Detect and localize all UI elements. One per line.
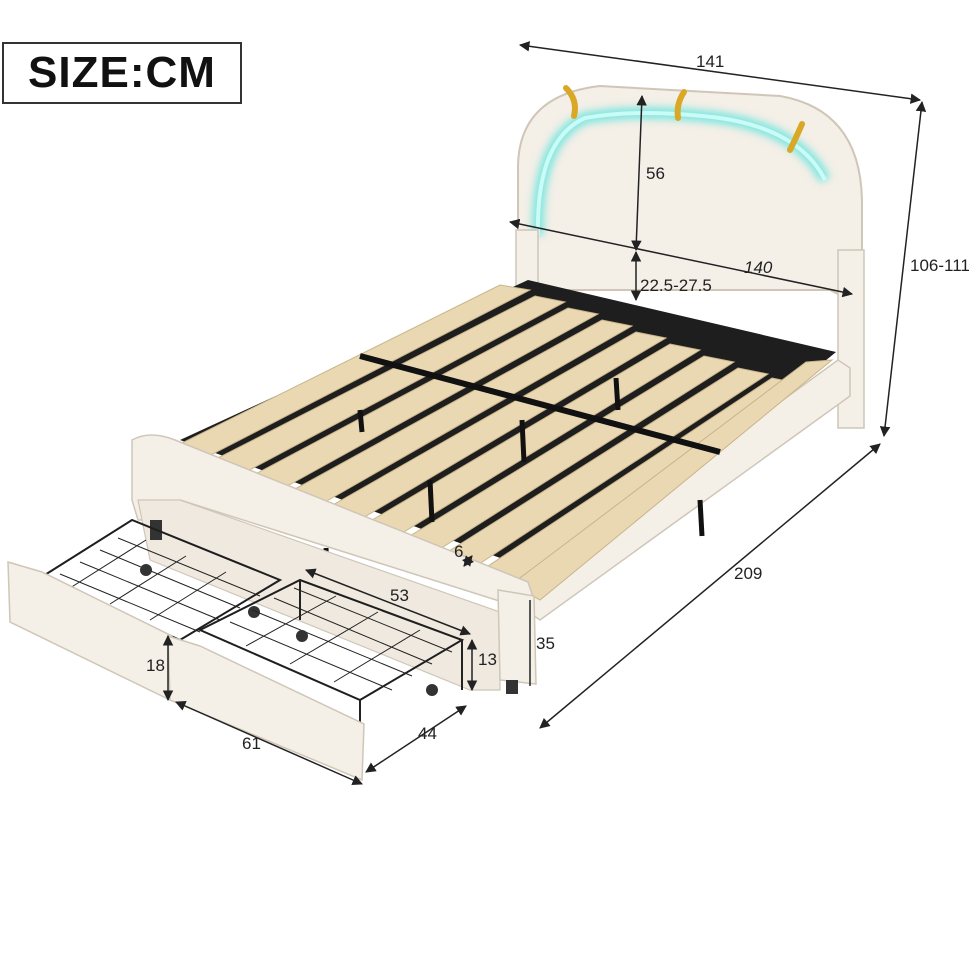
label-headboard-width: 140 — [744, 258, 773, 277]
dim-line-headboard-width — [508, 218, 854, 298]
label-drawer-inner-length: 53 — [390, 586, 409, 605]
footboard-foot-right — [506, 680, 518, 694]
drawer-left-caster-2 — [248, 606, 260, 618]
footboard-corner-leg — [497, 589, 537, 685]
size-unit-label: SIZE:CM — [2, 42, 242, 104]
label-drawer-front-height: 18 — [146, 656, 165, 675]
drawer-right-front — [167, 634, 365, 782]
dim-line-drawer-width — [365, 705, 467, 773]
drawer-right-caster-2 — [426, 684, 438, 696]
dim-line-width — [518, 41, 922, 104]
dimension-lines — [162, 41, 927, 785]
drawer-left-caster-1 — [140, 564, 152, 576]
label-overall-length: 209 — [734, 564, 763, 583]
dim-line-height — [879, 100, 927, 438]
label-drawer-length: 61 — [242, 734, 261, 753]
label-footboard-height: 35 — [536, 634, 555, 653]
drawer-right-caster-1 — [296, 630, 308, 642]
dim-line-drawer-length — [175, 701, 363, 785]
dim-line-drawer-inner — [305, 568, 471, 636]
label-overall-width: 141 — [696, 52, 725, 71]
label-headboard-height: 56 — [646, 164, 665, 183]
center-support-beam — [359, 353, 721, 455]
support-leg-2 — [427, 479, 435, 523]
support-leg-4 — [613, 377, 621, 411]
label-overall-height: 106-111 — [910, 256, 970, 275]
support-leg-3 — [519, 419, 527, 463]
drawer-left — [7, 518, 283, 702]
label-drawer-height: 13 — [478, 650, 497, 669]
label-drawer-width: 44 — [418, 724, 437, 743]
support-leg-5 — [697, 499, 705, 537]
label-side-rail: 6 — [454, 542, 464, 561]
dim-line-rail — [461, 555, 475, 567]
size-unit-text: SIZE:CM — [28, 48, 216, 97]
label-clearance: 22.5-27.5 — [640, 276, 712, 295]
dim-line-length — [539, 443, 881, 729]
gold-trim-right — [787, 121, 805, 153]
support-leg-1 — [357, 409, 365, 433]
drawer-left-front — [7, 560, 173, 702]
